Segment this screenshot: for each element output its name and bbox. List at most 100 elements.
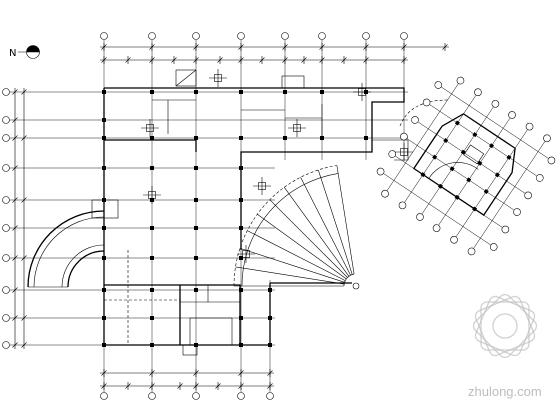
rotated-axis-line bbox=[456, 129, 528, 237]
column bbox=[239, 256, 243, 260]
fan-radial-line bbox=[318, 169, 353, 275]
axis-bubble bbox=[450, 235, 458, 244]
column bbox=[472, 206, 478, 212]
axis-bubble bbox=[434, 81, 443, 89]
column bbox=[102, 316, 106, 320]
axis-bubble bbox=[400, 32, 408, 40]
axis-bubble bbox=[192, 392, 200, 400]
axis-bubble bbox=[381, 189, 389, 198]
fan-center-arc bbox=[343, 273, 355, 287]
column bbox=[150, 90, 154, 94]
axis-bubble bbox=[2, 196, 10, 204]
column bbox=[239, 198, 243, 202]
fan-radial-line bbox=[235, 266, 345, 285]
fan-outer-arc bbox=[233, 165, 337, 287]
axis-bubble bbox=[192, 32, 200, 40]
column bbox=[150, 166, 154, 170]
axis-bubble bbox=[525, 122, 534, 131]
column bbox=[364, 136, 368, 140]
dimension-tick bbox=[12, 315, 18, 321]
curved-stair-arc bbox=[67, 250, 105, 288]
axis-bubble bbox=[266, 392, 274, 400]
axis-bubble bbox=[2, 341, 10, 349]
column bbox=[194, 136, 198, 140]
hidden-beam-line bbox=[104, 250, 180, 345]
column bbox=[194, 288, 198, 292]
north-label: N bbox=[9, 48, 16, 59]
column bbox=[194, 256, 198, 260]
column bbox=[239, 288, 243, 292]
column bbox=[194, 198, 198, 202]
axis-bubble bbox=[100, 392, 108, 400]
dimension-tick bbox=[12, 197, 18, 203]
dimension-tick bbox=[12, 342, 18, 348]
axis-bubble bbox=[2, 224, 10, 232]
axis-bubble bbox=[501, 225, 510, 234]
watermark-text: zhulong.com bbox=[468, 384, 542, 399]
fan-shaped-stair bbox=[233, 165, 360, 290]
dimension-tick bbox=[12, 135, 18, 141]
column-detail-symbol bbox=[141, 119, 159, 137]
fan-radial-line bbox=[269, 199, 348, 278]
fan-radial-line bbox=[284, 187, 350, 277]
column bbox=[102, 256, 106, 260]
column bbox=[194, 166, 198, 170]
column bbox=[102, 198, 106, 202]
column bbox=[239, 90, 243, 94]
column bbox=[239, 166, 243, 170]
column bbox=[102, 90, 106, 94]
fan-radial-line bbox=[336, 165, 355, 275]
dimension-tick bbox=[12, 89, 18, 95]
column bbox=[283, 90, 287, 94]
pavilion-outline bbox=[412, 113, 516, 216]
axis-bubble bbox=[237, 392, 245, 400]
dimension-tick bbox=[12, 117, 18, 123]
column bbox=[239, 226, 243, 230]
axis-bubble bbox=[513, 208, 521, 216]
column bbox=[432, 154, 438, 160]
column-detail-symbol bbox=[395, 143, 413, 161]
column-detail-symbol bbox=[143, 186, 161, 204]
axis-bubble bbox=[237, 32, 245, 40]
column bbox=[102, 118, 106, 122]
axis-bubble bbox=[2, 164, 10, 172]
axis-bubble bbox=[432, 224, 441, 232]
logo-petal bbox=[480, 301, 530, 351]
axis-bubble bbox=[388, 150, 397, 158]
rotated-axis-line bbox=[473, 141, 545, 249]
axis-bubble bbox=[2, 134, 10, 142]
axis-bubble bbox=[2, 286, 10, 294]
axis-bubble bbox=[400, 132, 408, 141]
column bbox=[150, 316, 154, 320]
column bbox=[268, 316, 272, 320]
axis-bubble bbox=[376, 167, 385, 176]
column-detail-symbol bbox=[237, 245, 255, 263]
dimension-tick bbox=[21, 342, 27, 348]
column bbox=[194, 90, 198, 94]
dimension-tick bbox=[21, 315, 27, 321]
upper-notch bbox=[281, 75, 305, 89]
roof-stair-diagonal bbox=[175, 69, 197, 87]
axis-bubble bbox=[456, 76, 465, 85]
column bbox=[437, 183, 443, 189]
column bbox=[483, 189, 489, 195]
column bbox=[283, 136, 287, 140]
axis-bubble bbox=[411, 116, 419, 124]
fan-radial-line bbox=[257, 214, 347, 280]
column bbox=[477, 160, 483, 166]
axis-bubble bbox=[148, 32, 156, 40]
column bbox=[194, 226, 198, 230]
column bbox=[150, 226, 154, 230]
axis-bubble bbox=[467, 247, 476, 256]
column bbox=[420, 172, 426, 178]
pavilion-core bbox=[463, 144, 485, 165]
axis-bubble bbox=[100, 32, 108, 40]
column-detail-symbol bbox=[253, 177, 271, 195]
dimension-tick bbox=[21, 197, 27, 203]
axis-bubble bbox=[491, 100, 500, 108]
column bbox=[506, 154, 512, 160]
column bbox=[102, 166, 106, 170]
curved-stair-arc bbox=[61, 244, 105, 288]
column bbox=[489, 143, 495, 149]
